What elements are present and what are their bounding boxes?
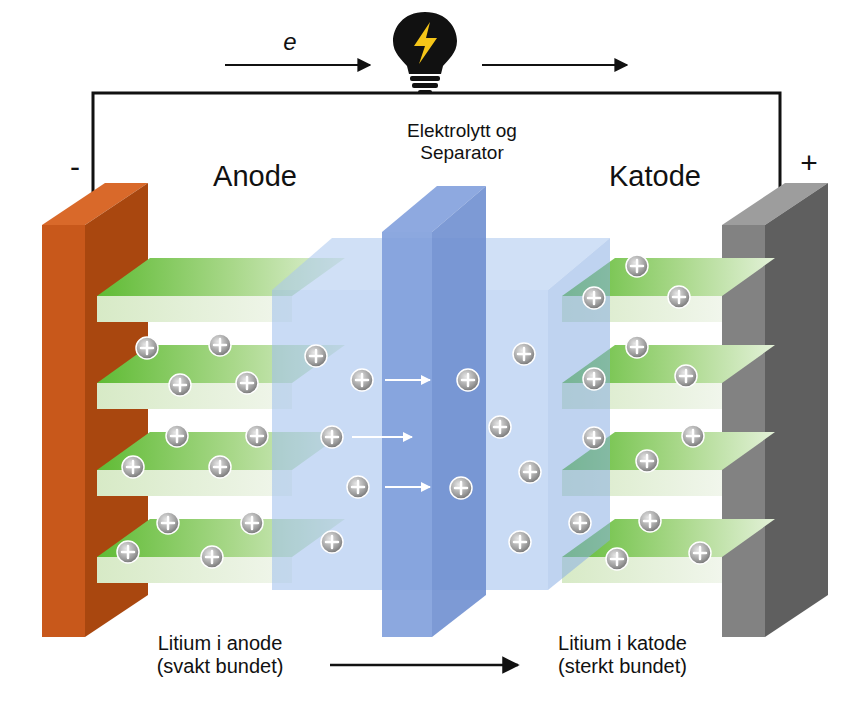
lithium-ion [457,369,479,391]
terminal-sign: + [794,146,824,181]
lithium-ion [209,334,231,356]
lithium-note: Litium i anode (svakt bundet) [130,632,310,678]
lithium-ion [166,425,188,447]
lithium-ion [675,365,697,387]
lithium-ion [606,548,628,570]
lithium-ion [169,374,191,396]
terminal-sign: - [60,150,90,185]
lithium-ion [668,286,690,308]
electrode-label: Katode [570,160,740,193]
lithium-ion [583,427,605,449]
lithium-ion [626,336,648,358]
lithium-ion [689,542,711,564]
lithium-ion [351,369,373,391]
lithium-ion [509,531,531,553]
electron-arrow [482,64,627,66]
lithium-ion [136,337,158,359]
electron-label: e [270,28,310,56]
lithium-ion [583,368,605,390]
ion-arrow [385,379,430,381]
electron-arrow [225,64,370,66]
lithium-ion [626,255,648,277]
cathode-collector [722,183,828,637]
lithium-ion [519,461,541,483]
lithium-ion [236,372,258,394]
lithium-note: Litium i katode (sterkt bundet) [530,632,715,678]
component-label: Elektrolytt og Separator [382,120,542,164]
lithium-ion [241,512,263,534]
lithium-ion [209,456,231,478]
lithium-ion [489,416,511,438]
lithium-ion [117,541,139,563]
lithium-ion [157,512,179,534]
separator [382,186,486,637]
lithium-ion [321,531,343,553]
lithium-ion [513,343,535,365]
lithium-ion [321,426,343,448]
lithium-ion [569,512,591,534]
electrode-label: Anode [175,160,335,193]
lithium-ion [450,477,472,499]
lithium-ion [305,345,327,367]
lithium-ion [636,450,658,472]
lithium-ion [583,287,605,309]
lithium-ion [347,476,369,498]
light-bulb [393,12,457,94]
lithium-ion [246,425,268,447]
ion-arrow [352,436,412,438]
lithium-ion [201,546,223,568]
lithium-ion [682,425,704,447]
lithium-ion [122,456,144,478]
ion-arrow [385,486,430,488]
lithium-flow-arrow [330,664,518,667]
lithium-ion [639,510,661,532]
